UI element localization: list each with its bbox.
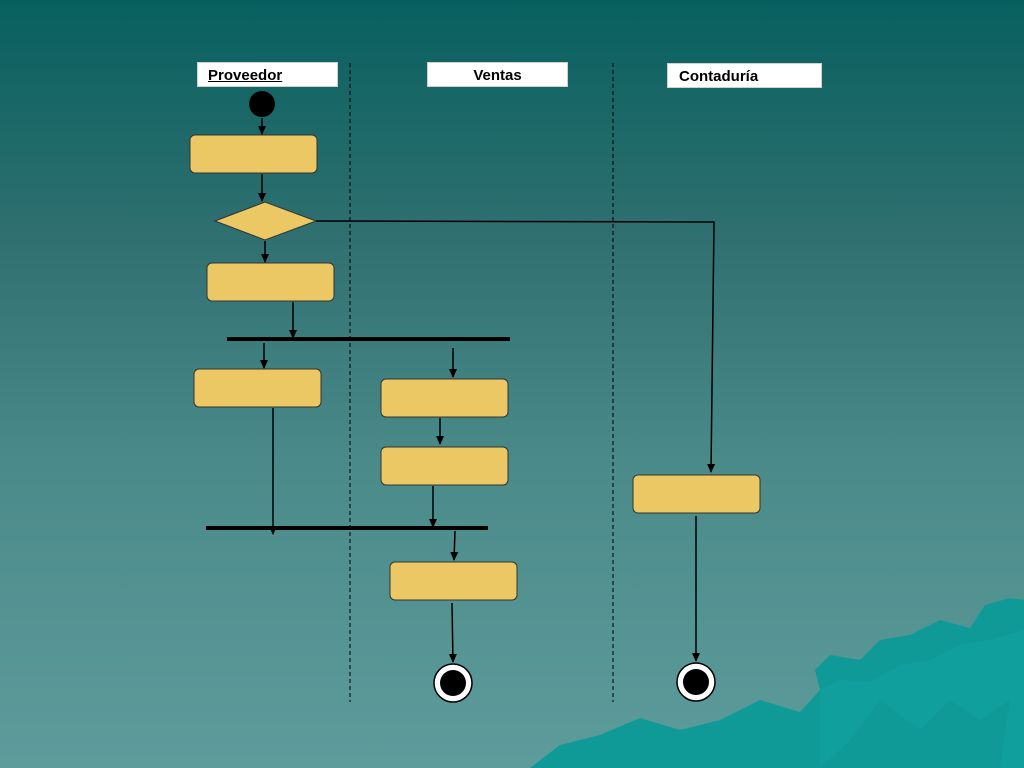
activity-7 <box>632 474 761 514</box>
flow-join-to-activity-6 <box>450 530 459 561</box>
swimlane-label-ventas: Ventas <box>473 67 522 84</box>
swimlane-header-ventas: Ventas <box>427 62 568 87</box>
final-node-contaduria <box>676 662 716 702</box>
mountain-ridge <box>820 630 1024 768</box>
swimlane-header-contaduria: Contaduría <box>667 63 822 88</box>
activity-3 <box>193 368 322 408</box>
activity-6 <box>389 561 518 601</box>
flow-decision-to-activity-7 <box>315 220 716 473</box>
swimlane-label-contaduria: Contaduría <box>679 68 759 85</box>
swimlane-header-proveedor: Proveedor <box>197 62 338 87</box>
swimlane-label-proveedor: Proveedor <box>208 67 283 84</box>
activity-5 <box>380 446 509 486</box>
mountain-decoration <box>530 598 1024 768</box>
activity-4 <box>380 378 509 418</box>
initial-node <box>249 91 275 117</box>
activity-1 <box>189 134 318 174</box>
final-node-ventas <box>433 663 473 703</box>
flow-activity-6-to-end-1 <box>448 602 457 663</box>
decision-node <box>213 201 318 241</box>
activity-2 <box>206 262 335 302</box>
